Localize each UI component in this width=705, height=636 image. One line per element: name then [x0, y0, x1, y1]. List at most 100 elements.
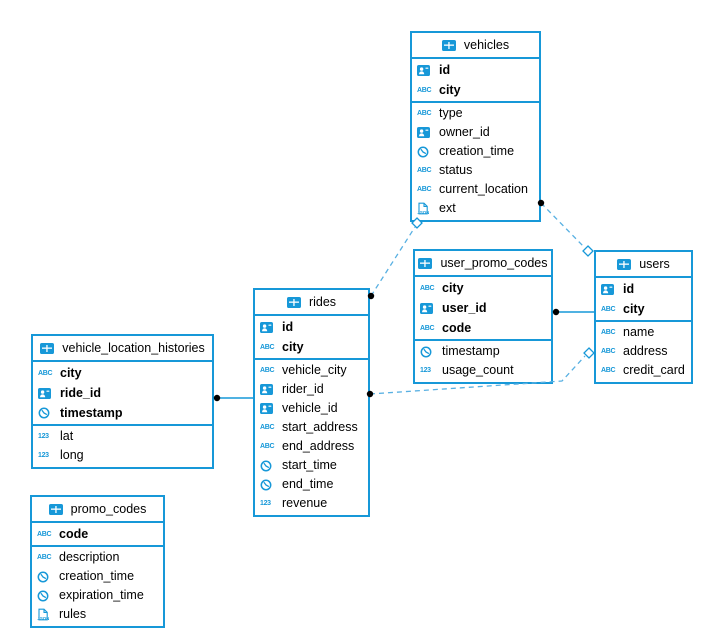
column-name: vehicle_id: [282, 401, 338, 416]
table-icon: [48, 503, 66, 515]
table-header[interactable]: vehicles: [412, 33, 539, 59]
column-name: description: [59, 550, 120, 565]
column-row-start_time[interactable]: start_time: [255, 456, 368, 475]
column-row-vehicle_id[interactable]: vehicle_id: [255, 399, 368, 418]
table-header[interactable]: rides: [255, 290, 368, 316]
column-row-owner_id[interactable]: owner_id: [412, 123, 539, 142]
string-icon: ABC: [37, 530, 52, 538]
column-name: creation_time: [439, 144, 515, 159]
uuid-icon: [260, 321, 277, 333]
column-name: current_location: [439, 182, 528, 197]
string-icon: ABC: [417, 110, 432, 117]
column-row-timestamp[interactable]: timestamp: [415, 342, 551, 361]
string-icon: ABC: [601, 348, 616, 355]
column-row-id[interactable]: id: [255, 317, 368, 337]
column-row-city[interactable]: ABC city: [412, 80, 539, 100]
column-name: id: [439, 62, 451, 77]
column-name: id: [282, 319, 294, 334]
column-name: lat: [60, 429, 74, 444]
column-name: code: [59, 526, 89, 541]
column-row-user_id[interactable]: user_id: [415, 298, 551, 318]
table-icon: [286, 296, 304, 308]
column-row-address[interactable]: ABC address: [596, 342, 691, 361]
table-icon: [40, 342, 57, 354]
column-name: timestamp: [60, 405, 123, 420]
column-name: rules: [59, 607, 87, 622]
string-icon: ABC: [38, 369, 53, 377]
timestamp-icon: [420, 346, 437, 358]
column-name: credit_card: [623, 363, 685, 378]
column-name: revenue: [282, 496, 328, 511]
column-name: long: [60, 448, 84, 463]
column-name: status: [439, 163, 473, 178]
primary-key-section: ABC code: [32, 523, 163, 547]
table-header[interactable]: vehicle_location_histories: [33, 336, 212, 362]
json-icon: JSON: [37, 608, 54, 621]
column-row-code[interactable]: ABC code: [32, 524, 163, 544]
column-row-rules[interactable]: JSON rules: [32, 605, 163, 624]
column-name: name: [623, 325, 655, 340]
table-header[interactable]: user_promo_codes: [415, 251, 551, 277]
table-title: rides: [308, 294, 337, 309]
table-header[interactable]: promo_codes: [32, 497, 163, 523]
string-icon: ABC: [260, 367, 275, 374]
timestamp-icon: [260, 479, 277, 491]
timestamp-icon: [260, 460, 277, 472]
string-icon: ABC: [260, 343, 275, 351]
column-name: id: [623, 281, 635, 296]
uuid-icon: [417, 127, 434, 138]
column-name: address: [623, 344, 668, 359]
column-name: city: [439, 82, 461, 97]
column-row-rider_id[interactable]: rider_id: [255, 380, 368, 399]
uuid-icon: [260, 384, 277, 395]
column-row-timestamp[interactable]: timestamp: [33, 403, 212, 423]
uuid-icon: [420, 302, 437, 314]
column-row-creation_time[interactable]: creation_time: [32, 567, 163, 586]
timestamp-icon: [417, 146, 434, 158]
column-row-expiration_time[interactable]: expiration_time: [32, 586, 163, 605]
column-row-creation_time[interactable]: creation_time: [412, 142, 539, 161]
string-icon: ABC: [417, 86, 432, 94]
column-name: user_id: [442, 300, 487, 315]
column-row-id[interactable]: id: [596, 279, 691, 299]
table-header[interactable]: users: [596, 252, 691, 278]
column-name: city: [442, 280, 464, 295]
string-icon: ABC: [260, 424, 275, 431]
string-icon: ABC: [601, 305, 616, 313]
string-icon: ABC: [420, 324, 435, 332]
column-row-ride_id[interactable]: ride_id: [33, 383, 212, 403]
column-name: timestamp: [442, 344, 500, 359]
uuid-icon: [38, 387, 55, 399]
column-row-id[interactable]: id: [412, 60, 539, 80]
table-title: vehicle_location_histories: [62, 340, 205, 355]
column-row-end_time[interactable]: end_time: [255, 475, 368, 494]
